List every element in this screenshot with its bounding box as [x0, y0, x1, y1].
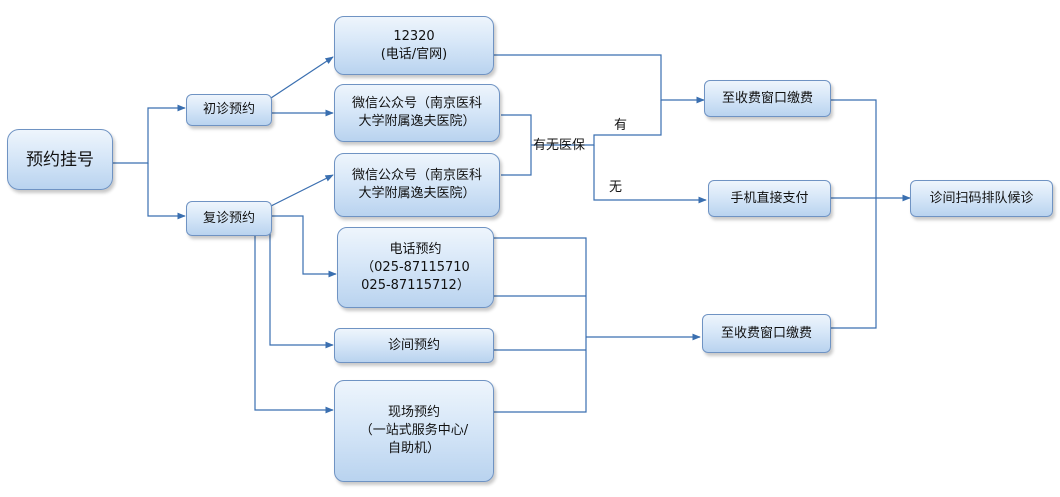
wechat-return-node: 微信公众号（南京医科 大学附属逸夫医院） [334, 153, 500, 217]
wechat-first-node: 微信公众号（南京医科 大学附属逸夫医院） [334, 84, 500, 142]
edge-no-branch [593, 145, 707, 204]
pay-window-top-node: 至收费窗口缴费 [704, 80, 831, 117]
edge-first-to-phoneweb [270, 56, 334, 99]
edge-return-to-phone [271, 215, 337, 278]
mobile-pay-node: 手机直接支付 [708, 180, 831, 217]
edge-wechat-first-merge [501, 114, 532, 176]
first-visit-node: 初诊预约 [186, 94, 272, 126]
edge-return-to-wechat [270, 174, 334, 207]
phone-booking-node: 电话预约 （025-87115710 025-87115712） [337, 227, 494, 308]
yes-label: 有 [614, 118, 628, 133]
onsite-booking-node: 现场预约 （一站式服务中心/ 自助机） [334, 380, 494, 482]
insurance-question-label: 有无医保 [533, 138, 586, 153]
start-node: 预约挂号 [7, 129, 113, 190]
edge-start-branch [112, 104, 186, 164]
edge-phone-out [494, 237, 587, 413]
clinic-booking-node: 诊间预约 [334, 328, 494, 363]
phone-web-node: 12320 (电话/官网) [334, 16, 494, 75]
return-visit-node: 复诊预约 [186, 201, 272, 236]
edge-start-to-return [147, 163, 186, 220]
edge-return-to-onsite [254, 232, 334, 414]
edge-return-to-clinic [269, 232, 334, 349]
edge-paytop-to-scan [831, 99, 877, 329]
no-label: 无 [609, 180, 623, 195]
scan-queue-node: 诊间扫码排队候诊 [910, 180, 1053, 217]
edge-phoneweb-to-pay [494, 54, 705, 104]
edge-yes-branch [531, 100, 662, 146]
pay-window-bottom-node: 至收费窗口缴费 [702, 314, 831, 353]
